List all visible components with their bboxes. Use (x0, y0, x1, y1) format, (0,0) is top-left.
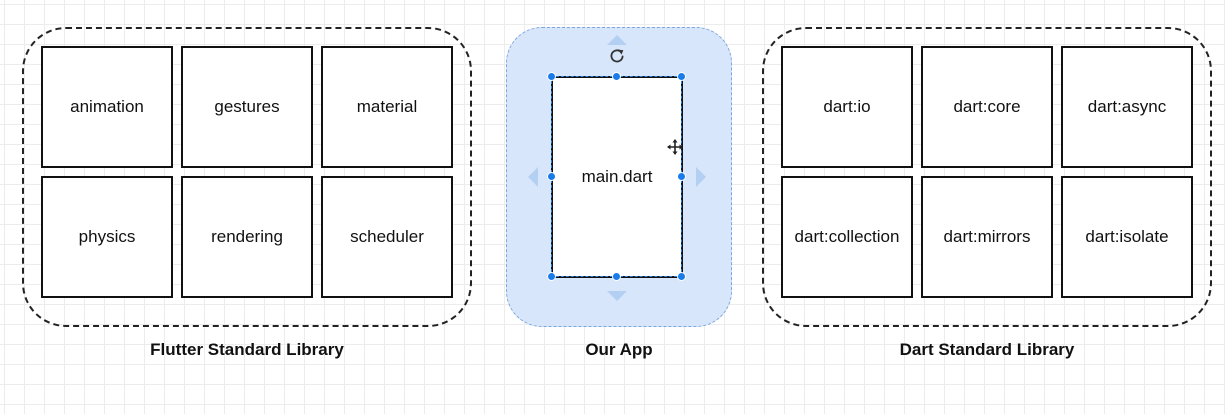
module-dart-mirrors[interactable]: dart:mirrors (921, 176, 1053, 298)
resize-handle-bottom-left[interactable] (547, 272, 556, 281)
module-dart-io[interactable]: dart:io (781, 46, 913, 168)
resize-handle-bottom[interactable] (612, 272, 621, 281)
module-dart-isolate[interactable]: dart:isolate (1061, 176, 1193, 298)
module-label: dart:core (953, 97, 1021, 116)
module-physics[interactable]: physics (41, 176, 173, 298)
module-label: rendering (211, 227, 283, 246)
module-dart-collection[interactable]: dart:collection (781, 176, 913, 298)
module-label: dart:async (1087, 97, 1167, 116)
module-dart-core[interactable]: dart:core (921, 46, 1053, 168)
module-label: dart:io (823, 97, 871, 116)
module-scheduler[interactable]: scheduler (321, 176, 453, 298)
move-cursor-icon (667, 139, 683, 155)
module-label: dart:collection (794, 227, 900, 246)
resize-handle-left[interactable] (547, 172, 556, 181)
module-label: physics (78, 227, 136, 246)
module-gestures[interactable]: gestures (181, 46, 313, 168)
module-label: material (356, 97, 418, 116)
rotate-icon[interactable] (608, 47, 626, 65)
our-app-caption: Our App (585, 340, 653, 359)
module-label: gestures (214, 97, 280, 116)
resize-handle-top[interactable] (612, 72, 621, 81)
resize-handle-top-right[interactable] (677, 72, 686, 81)
dart-library-caption: Dart Standard Library (899, 340, 1075, 359)
module-label: dart:mirrors (943, 227, 1031, 246)
main-dart-box[interactable]: main.dart (551, 76, 683, 278)
resize-handle-right[interactable] (677, 172, 686, 181)
module-rendering[interactable]: rendering (181, 176, 313, 298)
dart-library-group[interactable] (762, 27, 1212, 327)
module-label: scheduler (350, 227, 424, 246)
module-material[interactable]: material (321, 46, 453, 168)
connect-arrow-up-icon[interactable] (607, 35, 627, 45)
connect-arrow-right-icon[interactable] (696, 167, 706, 187)
module-animation[interactable]: animation (41, 46, 173, 168)
main-dart-label: main.dart (581, 167, 653, 186)
connect-arrow-left-icon[interactable] (528, 167, 538, 187)
resize-handle-bottom-right[interactable] (677, 272, 686, 281)
flutter-library-group[interactable] (22, 27, 472, 327)
flutter-library-caption: Flutter Standard Library (150, 340, 344, 359)
resize-handle-top-left[interactable] (547, 72, 556, 81)
connect-arrow-down-icon[interactable] (607, 291, 627, 301)
module-label: dart:isolate (1085, 227, 1169, 246)
module-dart-async[interactable]: dart:async (1061, 46, 1193, 168)
module-label: animation (70, 97, 144, 116)
